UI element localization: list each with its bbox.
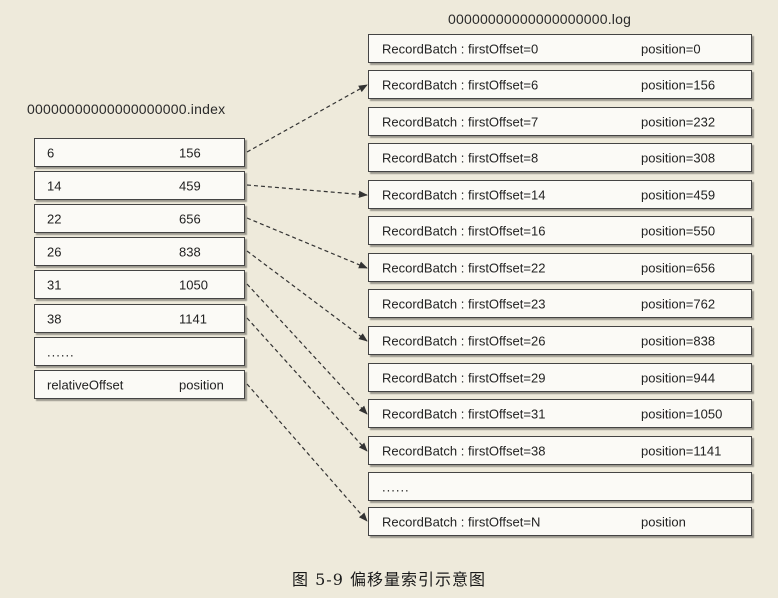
batch-first-offset: RecordBatch : firstOffset=8	[382, 150, 539, 165]
arrow-offset-22	[246, 217, 368, 269]
index-position: 1050	[179, 277, 208, 292]
log-record-batch: RecordBatch : firstOffset=0 position=0	[368, 34, 752, 63]
batch-position: position=1141	[641, 443, 722, 458]
batch-first-offset: RecordBatch : firstOffset=23	[382, 296, 546, 311]
batch-position: position=232	[641, 114, 716, 129]
index-position: 656	[179, 211, 201, 226]
batch-first-offset: RecordBatch : firstOffset=16	[382, 223, 546, 238]
batch-position: position=308	[641, 150, 716, 165]
figure-caption: 图 5-9 偏移量索引示意图	[292, 570, 486, 589]
batch-position: position=838	[641, 333, 716, 348]
log-record-batch: RecordBatch : firstOffset=16 position=55…	[368, 216, 752, 245]
batch-first-offset: RecordBatch : firstOffset=0	[382, 41, 539, 56]
log-record-batch: RecordBatch : firstOffset=22 position=65…	[368, 253, 752, 282]
index-header-entry: relativeOffset position	[34, 370, 245, 399]
log-record-batch: RecordBatch : firstOffset=38 position=11…	[368, 436, 752, 465]
log-record-batch: RecordBatch : firstOffset=29 position=94…	[368, 363, 752, 392]
batch-first-offset: RecordBatch : firstOffset=26	[382, 333, 546, 348]
index-offset: 31	[47, 277, 62, 292]
batch-first-offset: RecordBatch : firstOffset=29	[382, 370, 546, 385]
arrow-offset-n	[246, 383, 368, 522]
batch-first-offset: RecordBatch : firstOffset=6	[382, 77, 539, 92]
log-ellipsis-batch: ......	[368, 472, 752, 501]
batch-position: position=550	[641, 223, 716, 238]
log-record-batch: RecordBatch : firstOffset=26 position=83…	[368, 326, 752, 355]
log-last-batch: RecordBatch : firstOffset=N position	[368, 507, 752, 536]
ellipsis: ......	[47, 344, 75, 359]
arrow-offset-6	[246, 84, 368, 153]
ellipsis: ......	[382, 479, 410, 494]
log-record-batch: RecordBatch : firstOffset=7 position=232	[368, 107, 752, 136]
batch-first-offset: RecordBatch : firstOffset=14	[382, 187, 546, 202]
batch-first-offset: RecordBatch : firstOffset=38	[382, 443, 546, 458]
index-offset: 26	[47, 244, 62, 259]
index-entry: 6 156	[34, 138, 245, 167]
index-entry: 22 656	[34, 204, 245, 233]
index-entry: 14 459	[34, 171, 245, 200]
log-record-batch: RecordBatch : firstOffset=31 position=10…	[368, 399, 752, 428]
batch-position: position=1050	[641, 406, 723, 421]
log-record-batch: RecordBatch : firstOffset=6 position=156	[368, 70, 752, 99]
index-offset: 22	[47, 211, 62, 226]
batch-first-offset: RecordBatch : firstOffset=31	[382, 406, 546, 421]
index-offset: 38	[47, 311, 62, 326]
batch-first-offset: RecordBatch : firstOffset=22	[382, 260, 546, 275]
batch-position: position	[641, 514, 686, 529]
index-offset: 14	[47, 178, 62, 193]
index-offset-header: relativeOffset	[47, 377, 124, 392]
index-position: 1141	[179, 311, 207, 326]
index-entry: 31 1050	[34, 270, 245, 299]
index-offset: 6	[47, 145, 55, 160]
index-file-title: 00000000000000000000.index	[27, 101, 226, 117]
index-ellipsis-entry: ......	[34, 337, 245, 366]
index-position: 459	[179, 178, 201, 193]
batch-position: position=459	[641, 187, 716, 202]
batch-first-offset: RecordBatch : firstOffset=N	[382, 514, 541, 529]
index-entry: 26 838	[34, 237, 245, 266]
batch-first-offset: RecordBatch : firstOffset=7	[382, 114, 539, 129]
batch-position: position=762	[641, 296, 716, 311]
batch-position: position=944	[641, 370, 716, 385]
arrow-offset-26	[246, 250, 368, 342]
log-record-batch: RecordBatch : firstOffset=23 position=76…	[368, 289, 752, 318]
index-position-header: position	[179, 377, 224, 392]
batch-position: position=0	[641, 41, 701, 56]
arrow-offset-31	[246, 283, 368, 415]
log-record-batch: RecordBatch : firstOffset=8 position=308	[368, 143, 752, 172]
index-position: 838	[179, 244, 201, 259]
arrow-offset-14	[246, 184, 368, 198]
batch-position: position=156	[641, 77, 716, 92]
log-record-batch: RecordBatch : firstOffset=14 position=45…	[368, 180, 752, 209]
arrow-offset-38	[246, 317, 368, 452]
batch-position: position=656	[641, 260, 716, 275]
index-entry: 38 1141	[34, 304, 245, 333]
index-position: 156	[179, 145, 201, 160]
log-file-title: 00000000000000000000.log	[448, 11, 632, 27]
